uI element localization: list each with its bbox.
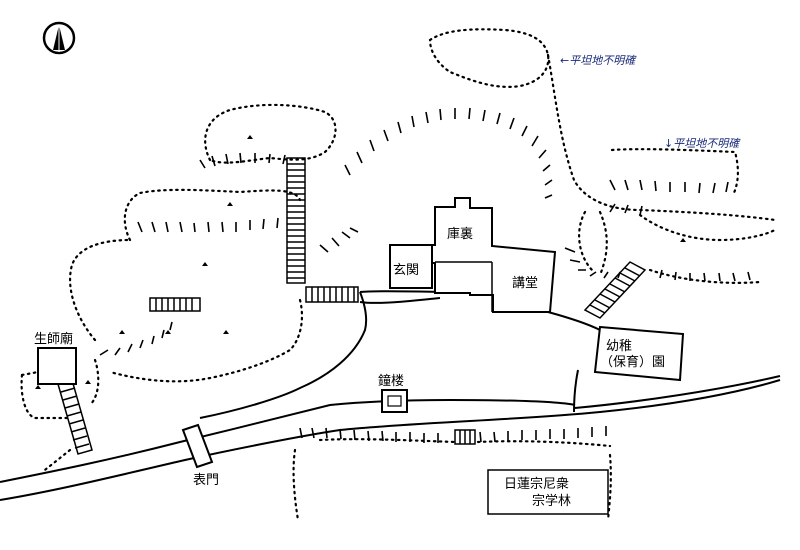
stairs bbox=[57, 157, 647, 455]
terrace-outlines bbox=[20, 28, 777, 522]
label-kuri: 庫裏 bbox=[447, 227, 473, 242]
label-omotemon: 表門 bbox=[193, 473, 219, 488]
tree-symbols bbox=[35, 135, 686, 389]
note-flat-unclear-mid: ↓平坦地不明確 bbox=[664, 137, 741, 150]
note-flat-unclear-top: ←平坦地不明確 bbox=[560, 54, 637, 67]
label-yochien-line1: 幼稚 bbox=[606, 339, 632, 354]
main-building-complex bbox=[389, 197, 557, 313]
north-arrow-icon bbox=[42, 21, 76, 55]
bell-tower bbox=[381, 389, 408, 413]
label-shoro: 鐘楼 bbox=[378, 373, 404, 389]
label-school-line1: 日蓮宗尼衆 bbox=[504, 476, 569, 492]
label-genkan: 玄関 bbox=[393, 263, 419, 278]
label-yochien-line2: （保育）園 bbox=[600, 354, 665, 370]
label-kodo: 講堂 bbox=[512, 275, 538, 291]
front-gate bbox=[181, 423, 214, 469]
school-label-box bbox=[487, 469, 609, 515]
slope-hachures bbox=[99, 107, 751, 443]
sei-shibyo-shrine bbox=[37, 347, 77, 385]
label-school-line2: 宗学林 bbox=[532, 493, 571, 509]
label-sei-shibyo: 生師廟 bbox=[34, 331, 73, 347]
kindergarten-building bbox=[593, 325, 685, 382]
